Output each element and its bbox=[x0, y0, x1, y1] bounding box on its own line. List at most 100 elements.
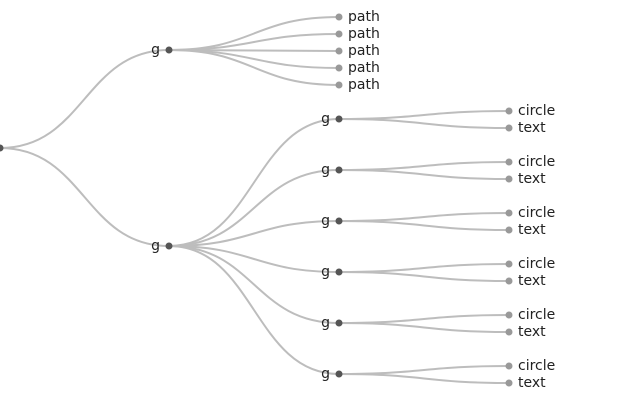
tree-link bbox=[168, 16, 340, 51]
node-dot bbox=[335, 319, 343, 327]
tree-leaf-node: path bbox=[335, 77, 380, 93]
node-label: circle bbox=[518, 205, 555, 221]
node-label: circle bbox=[518, 256, 555, 272]
tree-leaf-node: path bbox=[335, 43, 380, 59]
tree-link bbox=[168, 245, 340, 324]
tree-internal-node: g bbox=[321, 315, 343, 331]
tree-leaf-node: circle bbox=[505, 205, 555, 221]
tree-internal-node: g bbox=[321, 162, 343, 178]
tree-internal-node bbox=[0, 144, 4, 152]
node-dot bbox=[505, 175, 513, 183]
node-dot bbox=[335, 47, 343, 55]
node-label: g bbox=[151, 42, 160, 58]
node-dot bbox=[505, 277, 513, 285]
tree-link bbox=[168, 33, 340, 51]
node-dot bbox=[505, 124, 513, 132]
node-dot bbox=[165, 46, 173, 54]
node-label: g bbox=[321, 111, 330, 127]
tree-link bbox=[168, 49, 340, 69]
node-dot bbox=[165, 242, 173, 250]
tree-leaf-node: circle bbox=[505, 358, 555, 374]
node-label: text bbox=[518, 273, 546, 289]
tree-links bbox=[0, 16, 510, 384]
tree-leaf-node: path bbox=[335, 26, 380, 42]
node-label: text bbox=[518, 324, 546, 340]
node-label: g bbox=[321, 264, 330, 280]
tree-link bbox=[168, 245, 340, 375]
tree-link bbox=[338, 263, 510, 273]
node-label: circle bbox=[518, 307, 555, 323]
node-label: circle bbox=[518, 358, 555, 374]
node-dot bbox=[505, 209, 513, 217]
node-label: g bbox=[151, 238, 160, 254]
node-label: text bbox=[518, 222, 546, 238]
tree-internal-node: g bbox=[151, 238, 173, 254]
tree-link bbox=[338, 271, 510, 282]
node-dot bbox=[335, 166, 343, 174]
tree-link bbox=[338, 314, 510, 324]
node-dot bbox=[505, 362, 513, 370]
node-dot bbox=[335, 217, 343, 225]
tree-link bbox=[0, 49, 170, 149]
node-label: path bbox=[348, 26, 380, 42]
tree-leaf-node: text bbox=[505, 171, 546, 187]
node-dot bbox=[505, 379, 513, 387]
node-label: g bbox=[321, 366, 330, 382]
node-dot bbox=[335, 64, 343, 72]
node-label: path bbox=[348, 43, 380, 59]
tree-leaf-node: circle bbox=[505, 256, 555, 272]
tree-link bbox=[168, 49, 340, 86]
tree-internal-node: g bbox=[321, 264, 343, 280]
tree-link bbox=[338, 161, 510, 171]
tree-leaf-node: text bbox=[505, 120, 546, 136]
node-dot bbox=[505, 328, 513, 336]
tree-leaf-node: circle bbox=[505, 154, 555, 170]
tree-link bbox=[338, 169, 510, 180]
node-dot bbox=[335, 81, 343, 89]
node-label: path bbox=[348, 77, 380, 93]
tree-internal-node: g bbox=[321, 111, 343, 127]
node-label: path bbox=[348, 60, 380, 76]
tree-leaf-node: path bbox=[335, 60, 380, 76]
tree-leaf-node: text bbox=[505, 273, 546, 289]
node-dot bbox=[335, 30, 343, 38]
node-label: g bbox=[321, 315, 330, 331]
node-label: circle bbox=[518, 154, 555, 170]
node-label: circle bbox=[518, 103, 555, 119]
tree-leaf-node: circle bbox=[505, 307, 555, 323]
node-label: path bbox=[348, 9, 380, 25]
tree-leaf-node: circle bbox=[505, 103, 555, 119]
tree-link bbox=[338, 212, 510, 222]
node-dot bbox=[505, 226, 513, 234]
node-dot bbox=[505, 311, 513, 319]
tree-internal-node: g bbox=[321, 366, 343, 382]
node-dot bbox=[335, 268, 343, 276]
tree-leaf-node: text bbox=[505, 222, 546, 238]
tree-link bbox=[338, 220, 510, 231]
node-label: text bbox=[518, 375, 546, 391]
tree-internal-node: g bbox=[321, 213, 343, 229]
tree-link bbox=[338, 322, 510, 333]
tree-link bbox=[0, 147, 170, 247]
tree-link bbox=[168, 169, 340, 247]
tree-link bbox=[168, 220, 340, 247]
node-dot bbox=[335, 115, 343, 123]
node-dot bbox=[505, 260, 513, 268]
node-dot bbox=[505, 158, 513, 166]
tree-internal-node: g bbox=[151, 42, 173, 58]
node-dot bbox=[335, 370, 343, 378]
tree-link bbox=[338, 365, 510, 375]
node-dot bbox=[0, 144, 4, 152]
node-dot bbox=[505, 107, 513, 115]
tree-link bbox=[338, 118, 510, 129]
tree-leaf-node: text bbox=[505, 324, 546, 340]
tree-link bbox=[168, 245, 340, 273]
node-dot bbox=[335, 13, 343, 21]
node-label: text bbox=[518, 120, 546, 136]
tree-link bbox=[168, 118, 340, 247]
tree-link bbox=[338, 373, 510, 384]
tree-link bbox=[338, 110, 510, 120]
tree-leaf-node: path bbox=[335, 9, 380, 25]
